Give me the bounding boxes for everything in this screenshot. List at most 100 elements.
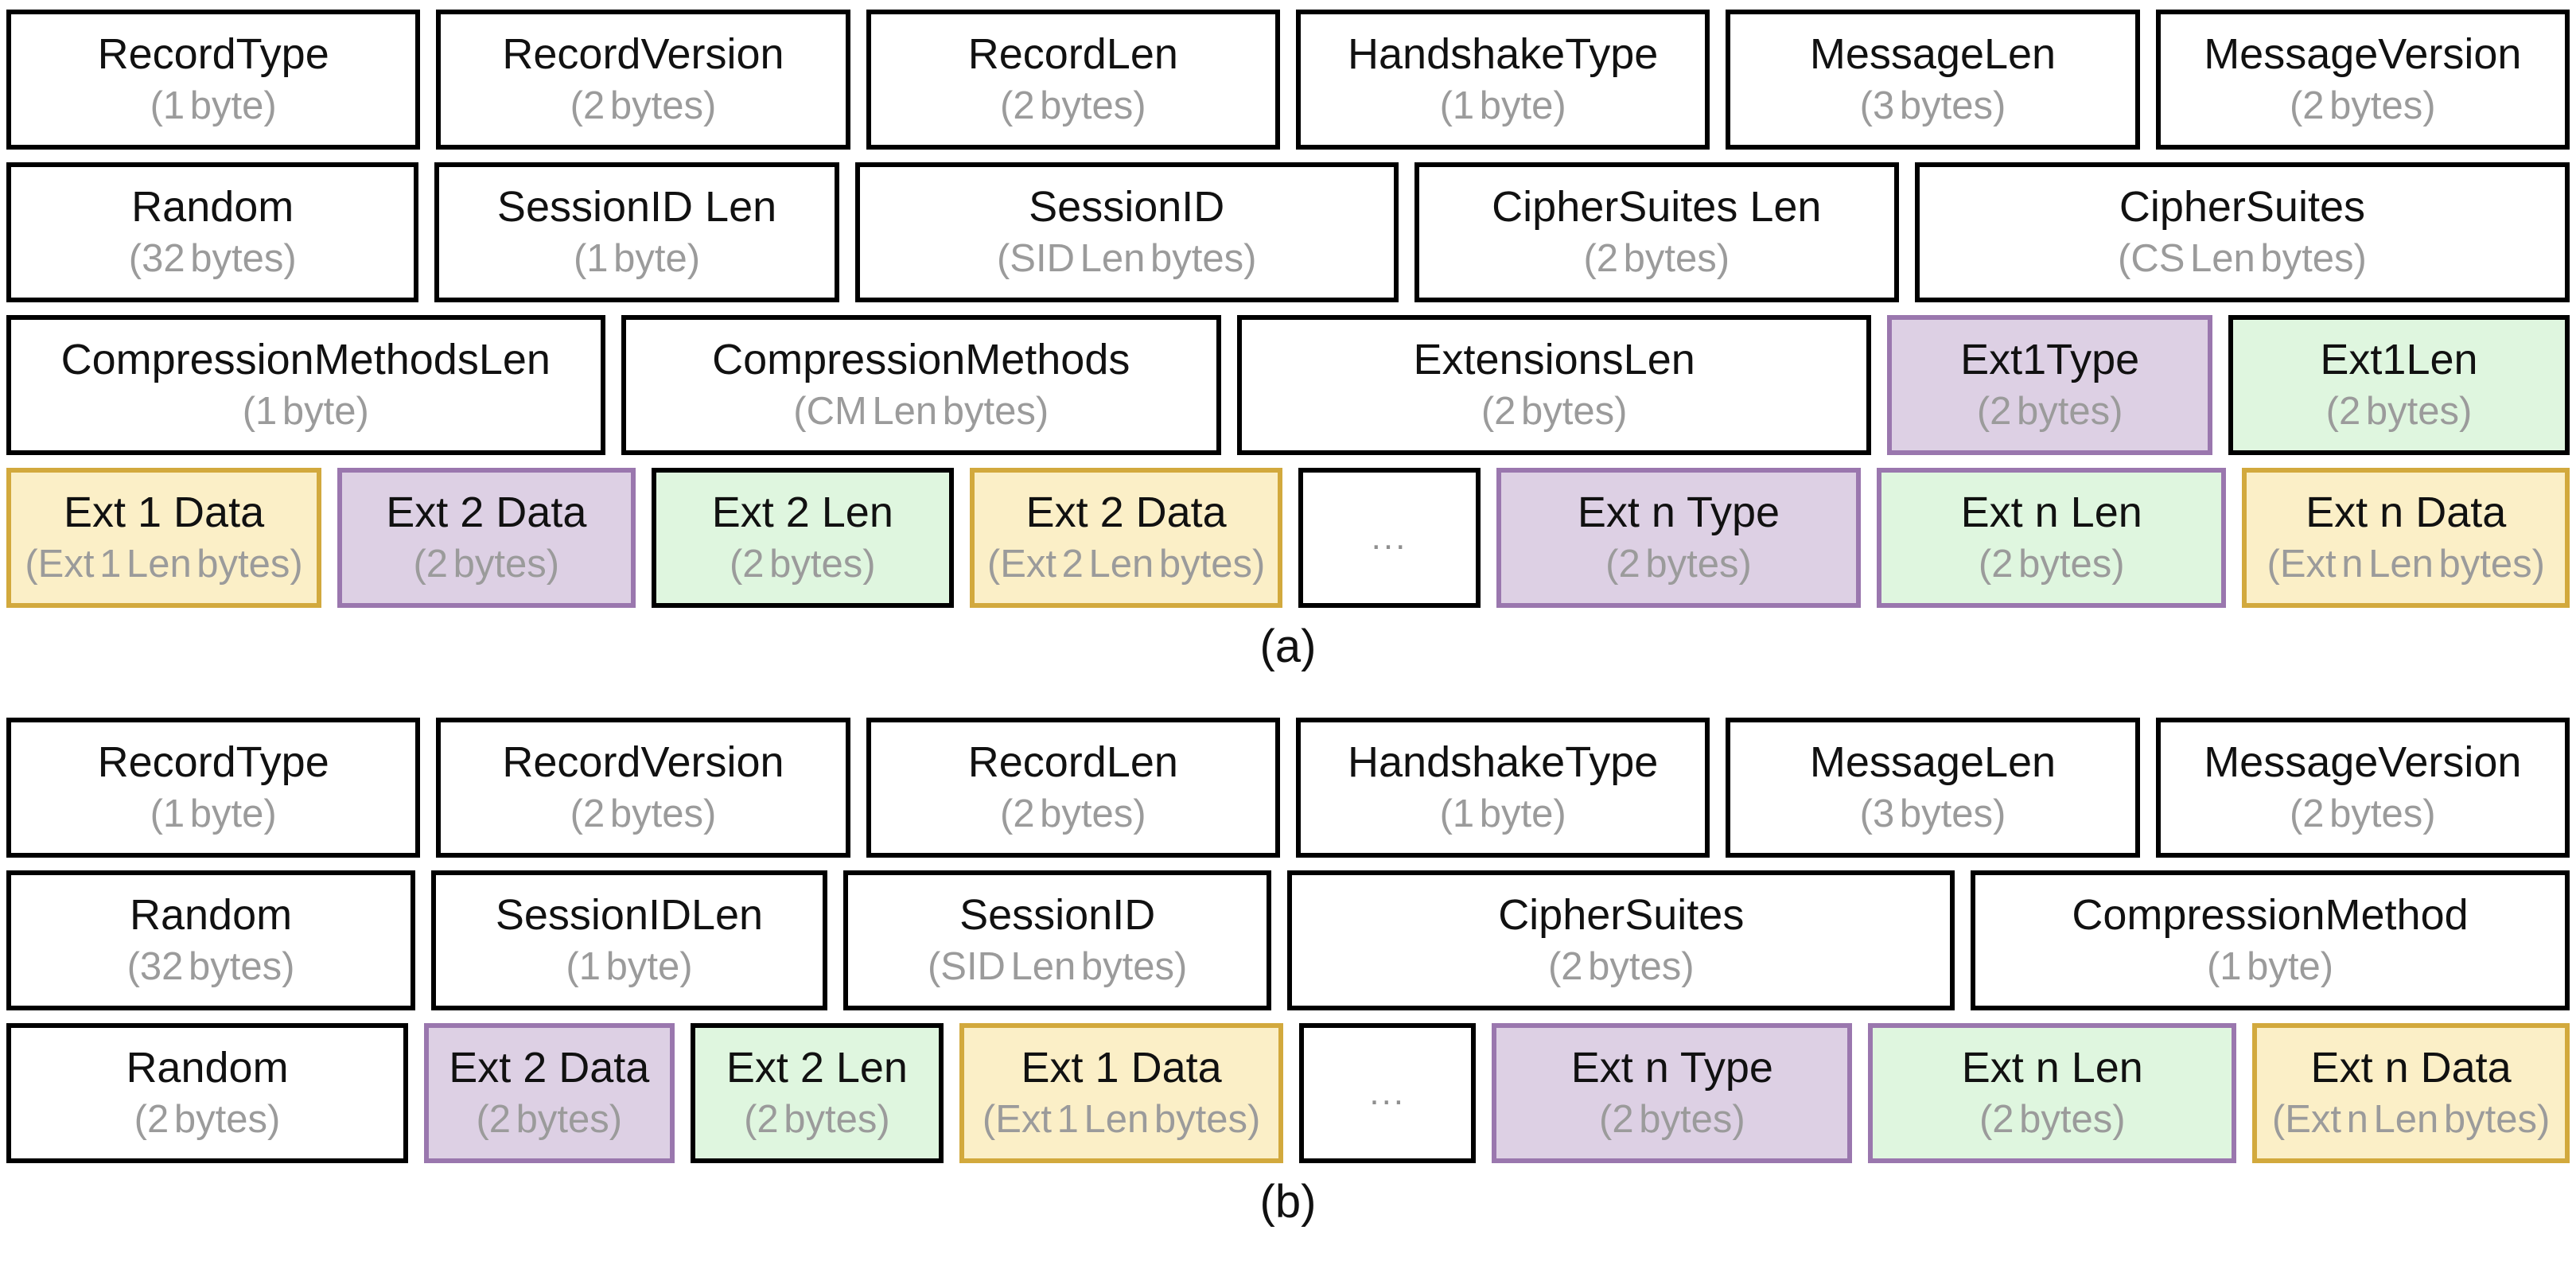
field-box-sessionid: SessionID(SID Len bytes)	[842, 870, 1272, 1010]
panel-b-row-1: RecordType(1 byte) RecordVersion (2 bytes)…	[6, 718, 2570, 858]
field-box-extensionslen: ExtensionsLen (2 bytes)	[1237, 315, 1872, 455]
field-box-ext-n-data: Ext n Data (Ext n Len bytes)	[2252, 1023, 2570, 1163]
panel-a-row-2: Random(32 bytes)SessionID Len(1 byte)Ses…	[6, 162, 2570, 302]
field-box-ext-n-len: Ext n Len (2 bytes)	[1868, 1023, 2237, 1163]
field-name: HandshakeType	[1348, 30, 1659, 79]
field-box-recordlen: RecordLen(2 bytes)	[866, 10, 1280, 150]
field-name: Ext 2 Data	[386, 488, 587, 537]
panel-b-row-3: Random(2 bytes)Ext 2 Data(2 bytes)Ext 2 …	[6, 1023, 2570, 1163]
field-size: (2 bytes)	[1605, 542, 1752, 586]
field-box-ext-2-data: Ext 2 Data (2 bytes)	[337, 468, 636, 608]
field-box-messagelen: MessageLen (3 bytes)	[1726, 718, 2140, 858]
field-name: CompressionMethods	[712, 336, 1130, 384]
field-size: (2 bytes)	[413, 542, 560, 586]
field-size: (CM Len bytes)	[793, 389, 1049, 433]
field-name: SessionID	[959, 891, 1156, 940]
field-size: (2 bytes)	[1978, 542, 2125, 586]
field-size: (Ext n Len bytes)	[2271, 1097, 2551, 1141]
field-size: (1 byte)	[573, 236, 701, 280]
field-name: RecordVersion	[502, 738, 784, 787]
field-name: RecordType	[97, 30, 329, 79]
field-name: MessageLen	[1809, 738, 2057, 787]
field-box-ellipsis: ...	[1298, 468, 1481, 608]
field-name: SessionID Len	[496, 183, 777, 232]
field-size: (2 bytes)	[1583, 236, 1730, 280]
field-size: (2 bytes)	[1000, 792, 1146, 835]
field-name: CipherSuites	[2119, 183, 2365, 232]
field-name: Ext n Type	[1577, 488, 1780, 537]
field-size: (2 bytes)	[570, 792, 717, 835]
field-name: Ext n Data	[2306, 488, 2507, 537]
field-size: (Ext n Len bytes)	[2267, 542, 2545, 586]
field-name: Ext n Data	[2310, 1044, 2512, 1092]
panel-a: RecordType (1 byte) RecordVersion (2 bytes)…	[6, 10, 2570, 673]
field-name: ExtensionsLen	[1413, 336, 1695, 384]
field-name: MessageVersion	[2204, 738, 2522, 787]
ellipsis-text: ...	[1369, 1072, 1407, 1112]
panel-a-row-1: RecordType(1 byte)RecordVersion(2 bytes)…	[6, 10, 2570, 150]
field-box-ext-2-len: Ext 2 Len(2 bytes)	[690, 1023, 944, 1163]
field-size: (2 bytes)	[476, 1097, 623, 1141]
field-size: (SID Len bytes)	[996, 236, 1257, 280]
field-box-messagelen: MessageLen(3 bytes)	[1726, 10, 2140, 150]
field-name: Ext1Type	[1960, 336, 2140, 384]
field-name: Ext 2 Data	[1025, 488, 1227, 537]
field-size: (2 bytes)	[1481, 389, 1628, 433]
field-size: (32 bytes)	[126, 944, 295, 988]
field-box-ciphersuites: CipherSuites(CS Len bytes)	[1914, 162, 2570, 302]
field-size: (1 byte)	[150, 792, 277, 835]
field-box-random: Random(32 bytes)	[6, 870, 416, 1010]
field-size: (1 byte)	[242, 389, 369, 433]
panel-a-row-3: CompressionMethodsLen(1 byte)Compression…	[6, 315, 2570, 455]
field-size: (1 byte)	[1439, 792, 1566, 835]
field-size: (3 bytes)	[1859, 84, 2006, 127]
field-size: (2 bytes)	[744, 1097, 890, 1141]
field-box-sessionidlen: SessionIDLen(1 byte)	[431, 870, 827, 1010]
field-box-sessionid: SessionID(SID Len bytes)	[854, 162, 1399, 302]
field-box-ext-n-type: Ext n Type(2 bytes)	[1492, 1023, 1853, 1163]
field-box-sessionid-len: SessionID Len(1 byte)	[434, 162, 839, 302]
field-size: (2 bytes)	[1979, 1097, 2126, 1141]
panel-label-b: (b)	[1259, 1176, 1317, 1228]
field-name: RecordVersion	[502, 30, 784, 79]
field-name: Ext 2 Len	[711, 488, 893, 537]
field-name: Ext 1 Data	[1021, 1044, 1222, 1092]
panel-label-a: (a)	[1259, 621, 1317, 672]
field-size: (SID Len bytes)	[927, 944, 1188, 988]
field-size: (CS Len bytes)	[2118, 236, 2367, 280]
field-size: (3 bytes)	[1859, 792, 2006, 835]
field-name: CompressionMethod	[2072, 891, 2469, 940]
field-box-compressionmethods: CompressionMethods (CM Len bytes)	[621, 315, 1222, 455]
field-size: (2 bytes)	[570, 84, 717, 127]
field-name: RecordLen	[967, 738, 1178, 787]
field-box-recordtype: RecordType(1 byte)	[6, 718, 421, 858]
panel-a-row-4: Ext 1 Data(Ext 1 Len bytes) Ext 2 Data (2 …	[6, 468, 2570, 608]
panel-b-row-2: Random(32 bytes)SessionIDLen(1 byte)Sess…	[6, 870, 2570, 1010]
field-size: (2 bytes)	[1000, 84, 1146, 127]
field-name: Ext 1 Data	[63, 488, 265, 537]
field-size: (2 bytes)	[729, 542, 876, 586]
field-name: CipherSuites Len	[1492, 183, 1822, 232]
field-size: (32 bytes)	[128, 236, 297, 280]
field-box-ext-n-len: Ext n Len (2 bytes)	[1876, 468, 2227, 608]
field-name: Ext1Len	[2320, 336, 2478, 384]
field-name: Random	[126, 1044, 289, 1092]
field-box-ext-n-data: Ext n Data (Ext n Len bytes)	[2242, 468, 2570, 608]
field-box-ext-1-data: Ext 1 Data(Ext 1 Len bytes)	[959, 1023, 1283, 1163]
field-box-recordversion: RecordVersion (2 bytes)	[436, 10, 850, 150]
field-name: CompressionMethodsLen	[60, 336, 551, 384]
field-name: Ext n Len	[1960, 488, 2142, 537]
field-size: (1 byte)	[566, 944, 693, 988]
field-name: MessageVersion	[2204, 30, 2522, 79]
field-box-ellipsis: ...	[1299, 1023, 1477, 1163]
field-box-ext-1-data: Ext 1 Data(Ext 1 Len bytes)	[6, 468, 322, 608]
field-box-ext1type: Ext1Type(2 bytes)	[1887, 315, 2212, 455]
field-name: Ext 2 Data	[449, 1044, 650, 1092]
field-name: CipherSuites	[1498, 891, 1745, 940]
field-box-ciphersuites-len: CipherSuites Len(2 bytes)	[1414, 162, 1899, 302]
field-box-ext-2-data: Ext 2 Data(Ext 2 Len bytes)	[970, 468, 1283, 608]
field-name: Ext n Len	[1961, 1044, 2143, 1092]
field-box-compressionmethodslen: CompressionMethodsLen (1 byte)	[6, 315, 605, 455]
field-box-compressionmethod: CompressionMethod(1 byte)	[1971, 870, 2570, 1010]
